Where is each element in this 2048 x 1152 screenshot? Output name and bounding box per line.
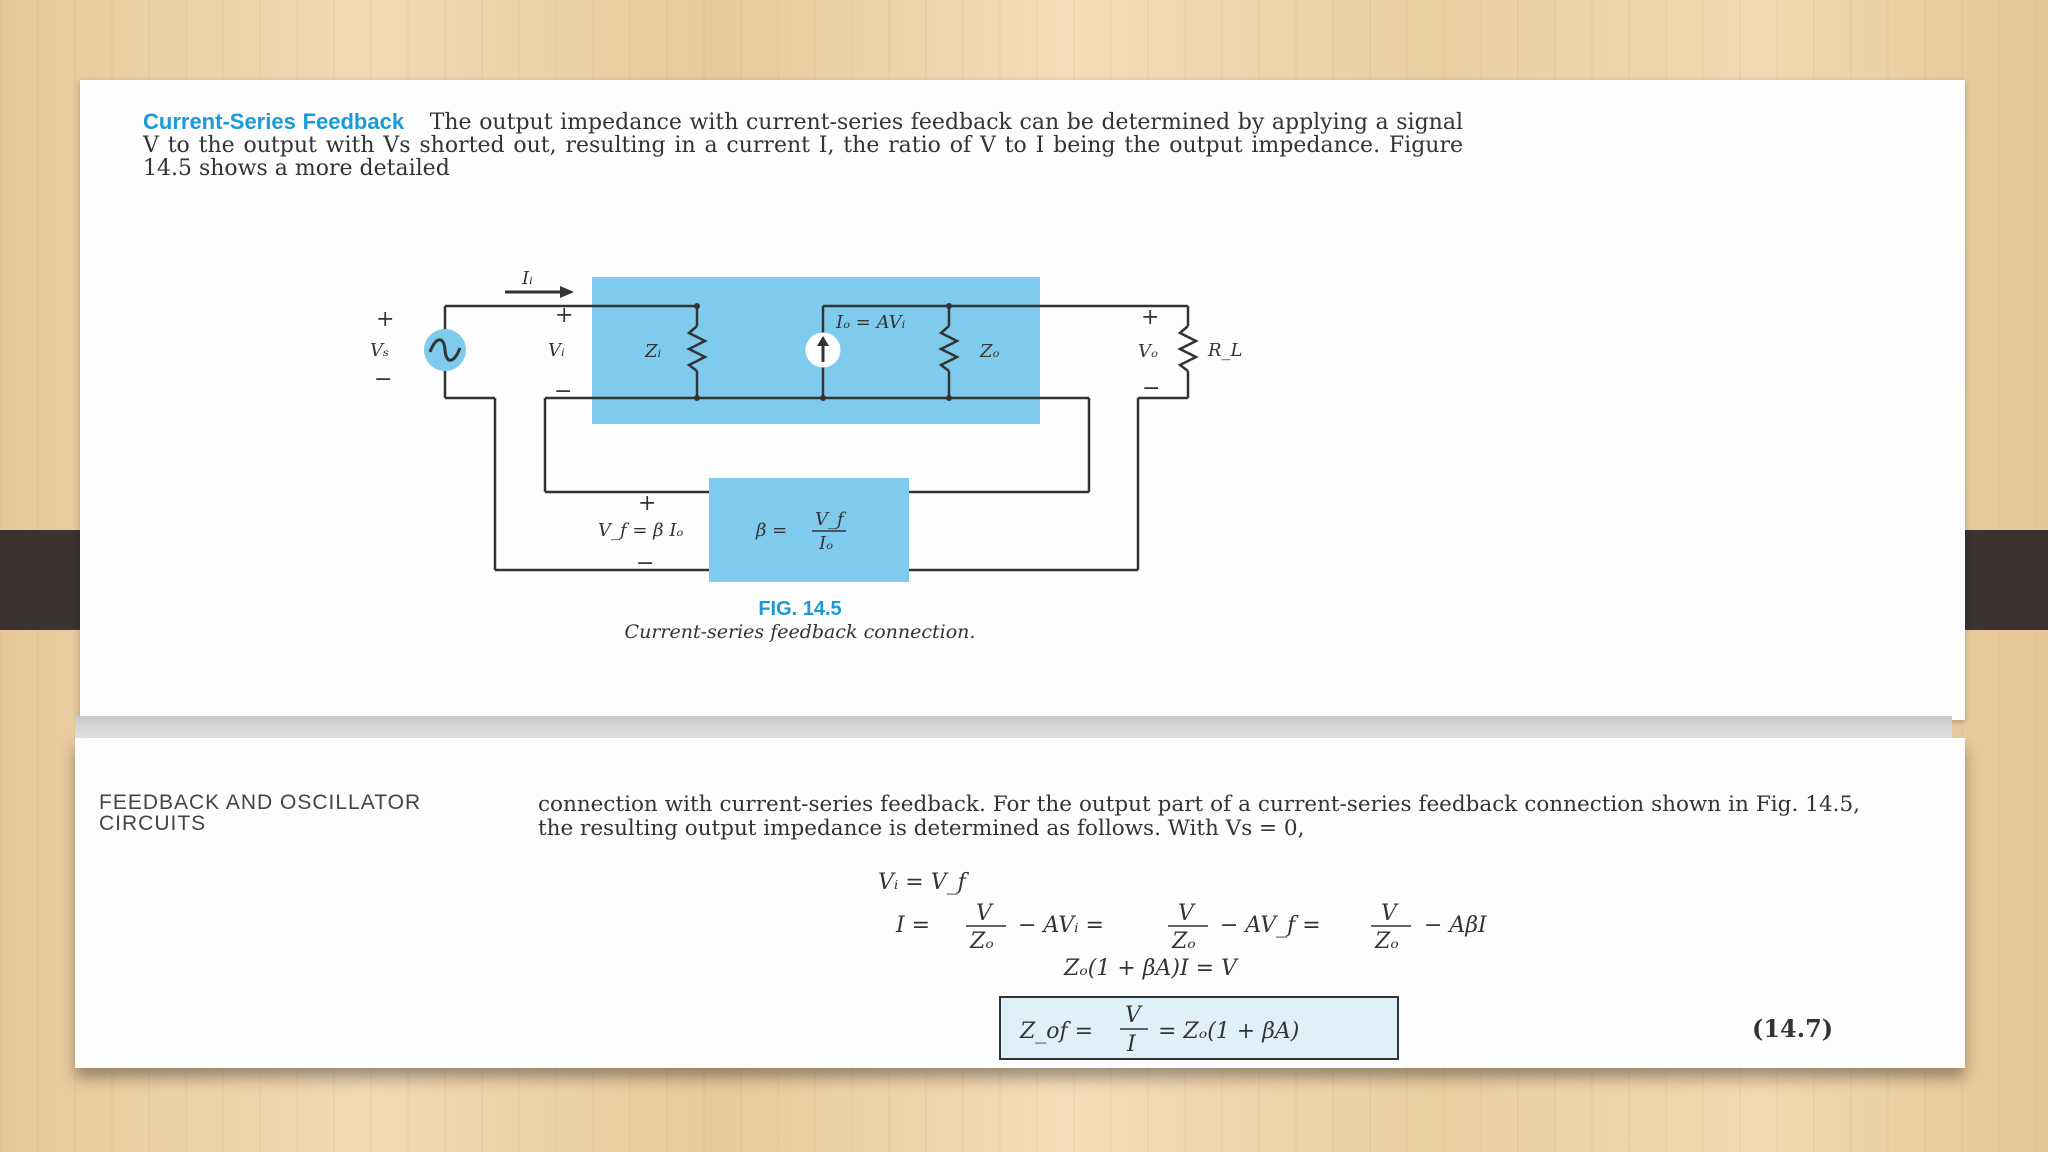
svg-text:I =: I = xyxy=(895,913,930,938)
svg-text:− AVᵢ =: − AVᵢ = xyxy=(1018,913,1104,938)
body-paragraph: connection with current-series feedback.… xyxy=(538,792,1860,841)
boxed-equation xyxy=(999,996,1399,1060)
section-heading: Current-Series Feedback xyxy=(143,109,405,134)
svg-text:+: + xyxy=(376,307,394,332)
svg-text:− AβI: − AβI xyxy=(1424,913,1488,938)
svg-text:−: − xyxy=(554,379,572,404)
svg-text:Zₒ: Zₒ xyxy=(969,929,994,954)
chapter-label: FEEDBACK AND OSCILLATOR CIRCUITS xyxy=(99,791,422,835)
current-arrow-icon xyxy=(560,286,574,298)
label-vo: Vₒ xyxy=(1138,341,1158,362)
page-divider xyxy=(75,716,1952,738)
svg-text:+: + xyxy=(1141,305,1159,330)
svg-text:−: − xyxy=(374,367,392,392)
intro-paragraph: Current-Series Feedback The output imped… xyxy=(143,110,1463,180)
figure-caption: Current-series feedback connection. xyxy=(624,621,976,643)
label-vf: V_f = β Iₒ xyxy=(598,520,683,541)
svg-text:Zₒ: Zₒ xyxy=(1374,929,1399,954)
label-io: Iₒ = AVᵢ xyxy=(835,312,906,333)
equation-number: (14.7) xyxy=(1752,1014,1834,1043)
svg-text:−: − xyxy=(1142,376,1160,401)
figure-title: FIG. 14.5 xyxy=(758,598,842,620)
svg-text:V: V xyxy=(1178,901,1196,926)
label-rl: R_L xyxy=(1207,340,1243,361)
svg-text:= Zₒ(1 + βA): = Zₒ(1 + βA) xyxy=(1158,1019,1299,1044)
svg-text:−: − xyxy=(636,551,654,576)
label-vs: Vₛ xyxy=(370,340,389,361)
left-dark-band xyxy=(0,530,80,630)
equation-1: Vᵢ = V_f xyxy=(878,870,966,895)
svg-text:I: I xyxy=(1126,1032,1137,1057)
svg-text:Zₒ: Zₒ xyxy=(1171,929,1196,954)
label-beta-num: V_f xyxy=(815,509,847,530)
svg-text:− AV_f =: − AV_f = xyxy=(1220,913,1321,938)
label-is: Iᵢ xyxy=(521,268,533,289)
svg-text:Z_of =: Z_of = xyxy=(1019,1019,1093,1044)
svg-text:+: + xyxy=(638,491,656,516)
intro-text: The output impedance with current-series… xyxy=(143,110,1463,181)
label-vi: Vᵢ xyxy=(548,340,565,361)
right-dark-band xyxy=(1953,530,2048,630)
svg-text:V: V xyxy=(1125,1003,1143,1028)
label-beta: β = xyxy=(755,520,787,541)
label-zo: Zₒ xyxy=(979,341,1000,362)
label-beta-den: Iₒ xyxy=(818,533,833,554)
feedback-block xyxy=(709,478,909,582)
svg-text:V: V xyxy=(976,901,994,926)
svg-text:+: + xyxy=(555,303,573,328)
svg-text:V: V xyxy=(1381,901,1399,926)
label-zi: Zᵢ xyxy=(644,341,662,362)
equation-3: Zₒ(1 + βA)I = V xyxy=(1064,956,1237,981)
